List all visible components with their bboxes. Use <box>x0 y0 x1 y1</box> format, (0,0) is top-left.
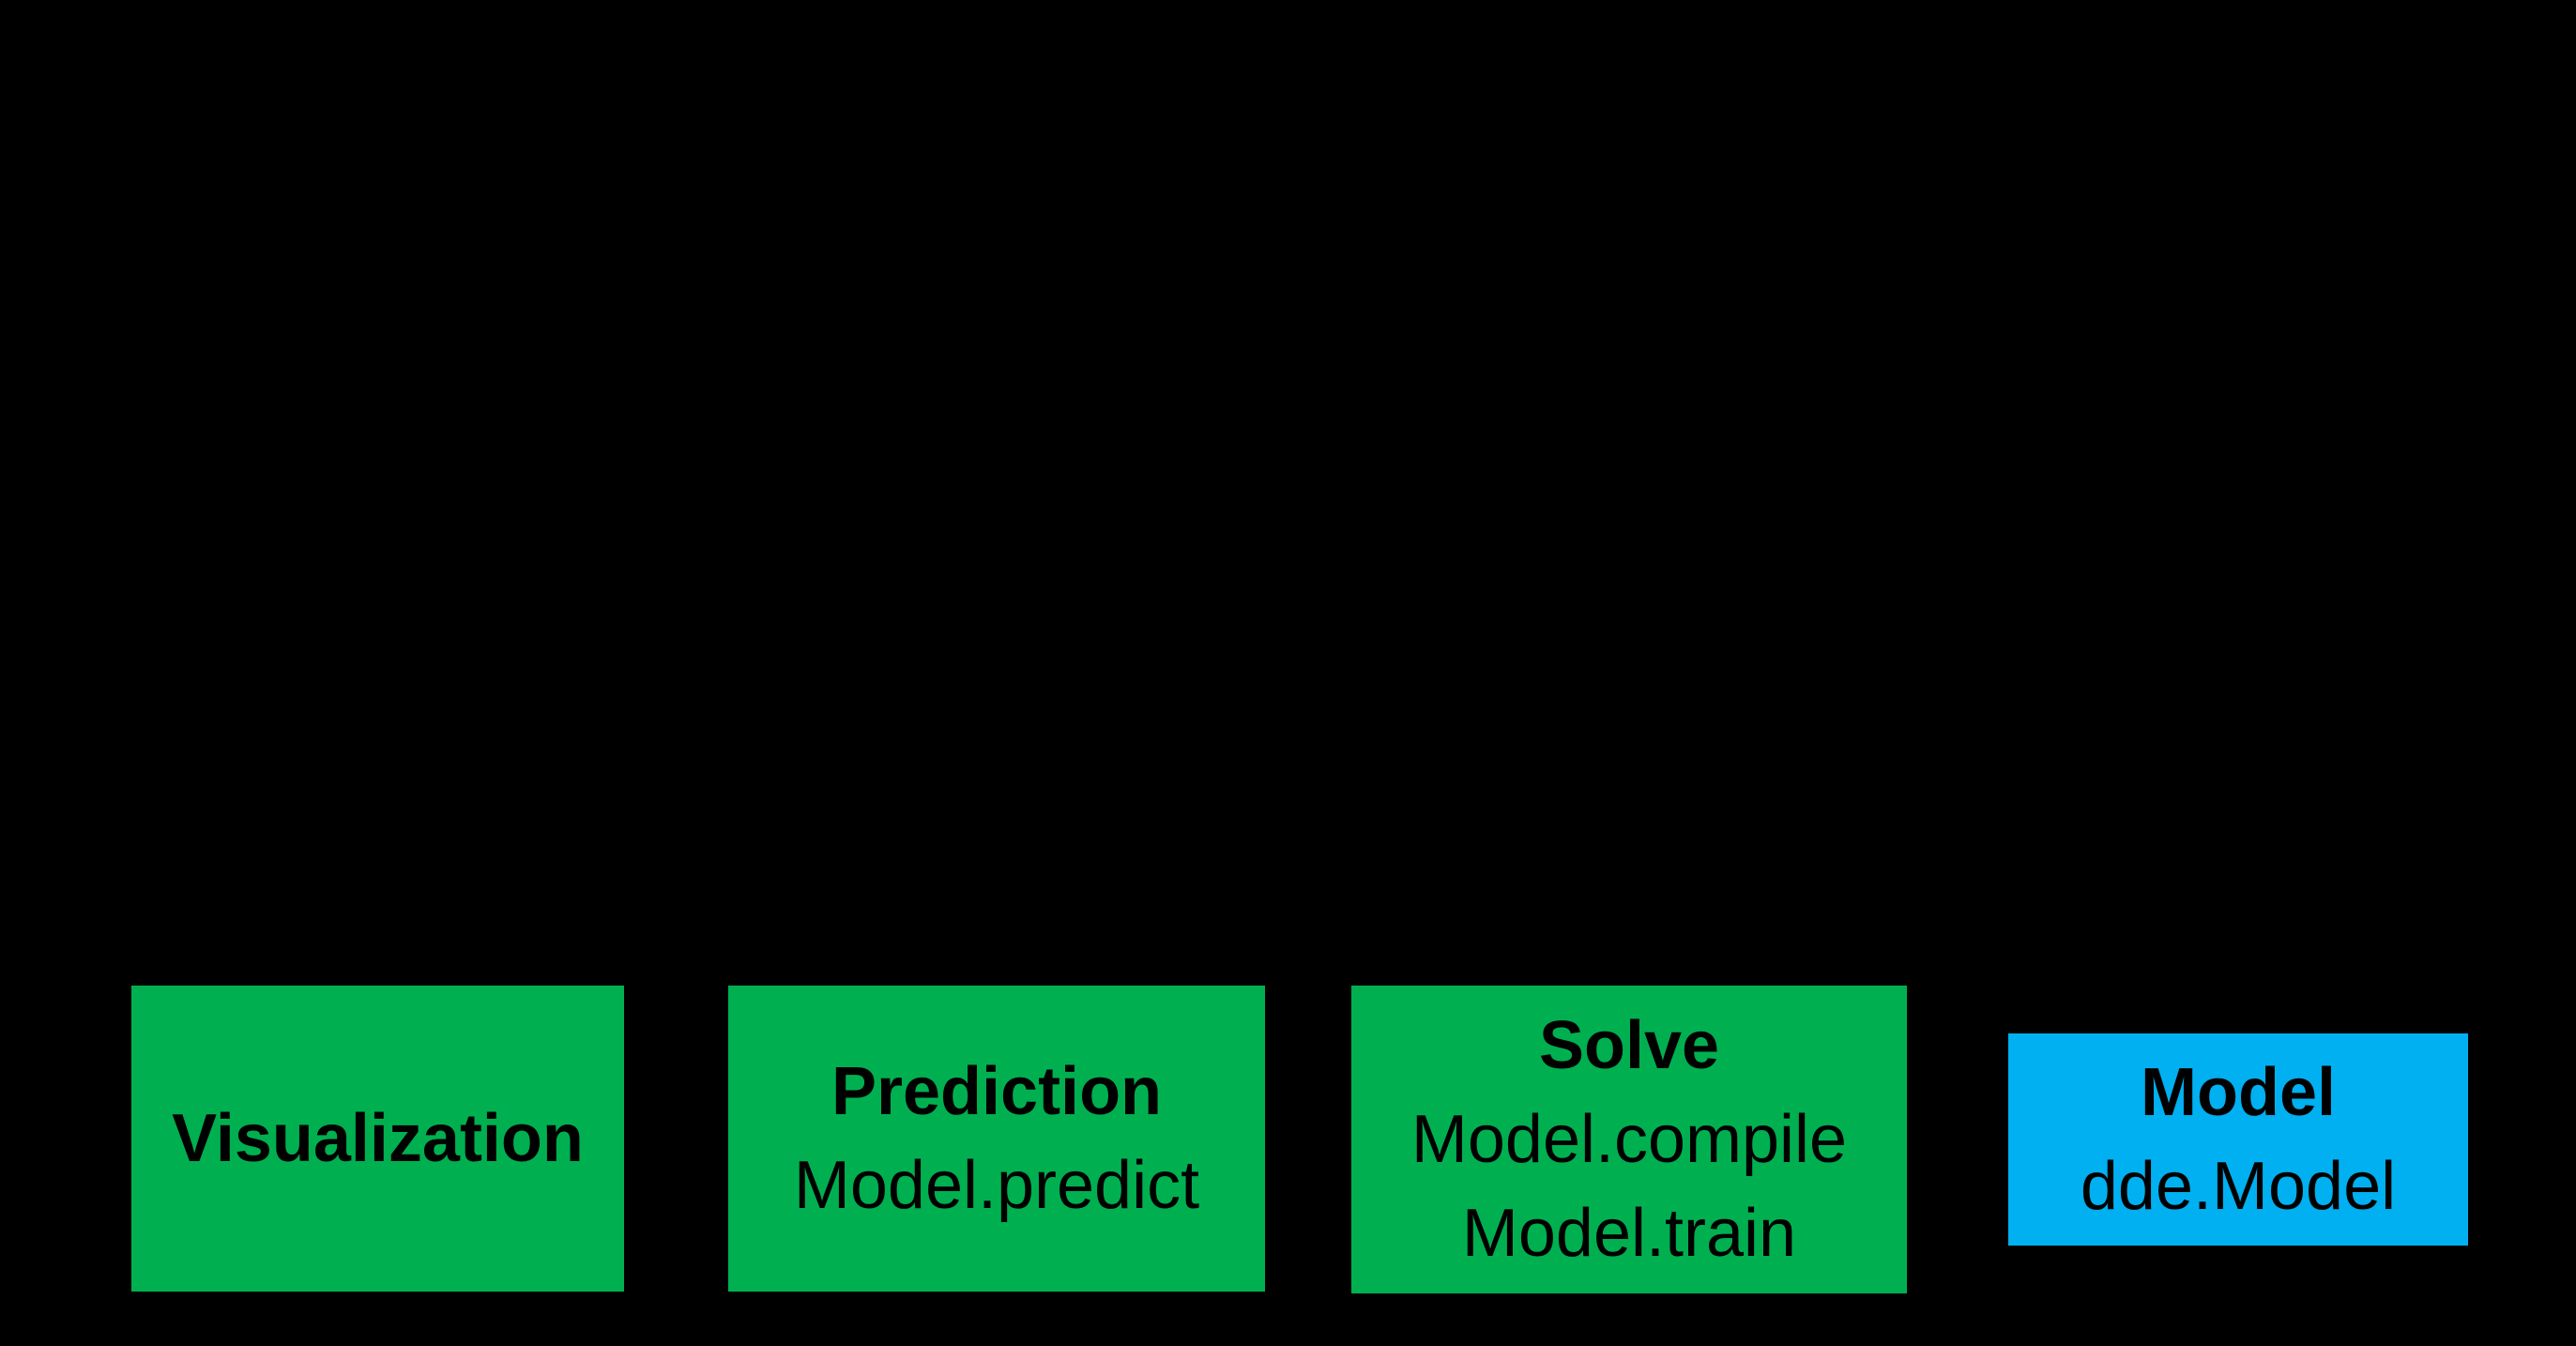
box-model: Model dde.Model <box>2008 1033 2468 1246</box>
box-title: Model <box>2141 1055 2336 1130</box>
box-visualization: Visualization <box>131 986 624 1292</box>
box-prediction: Prediction Model.predict <box>728 986 1265 1292</box>
box-line: dde.Model <box>2080 1149 2397 1224</box>
box-line: Model.train <box>1461 1196 1797 1271</box>
box-line: Model.predict <box>793 1148 1200 1223</box>
box-line: Model.compile <box>1410 1102 1848 1177</box>
box-title: Visualization <box>172 1101 584 1176</box>
box-title: Prediction <box>831 1054 1163 1129</box>
box-solve: Solve Model.compile Model.train <box>1351 986 1907 1293</box>
box-title: Solve <box>1538 1008 1720 1083</box>
